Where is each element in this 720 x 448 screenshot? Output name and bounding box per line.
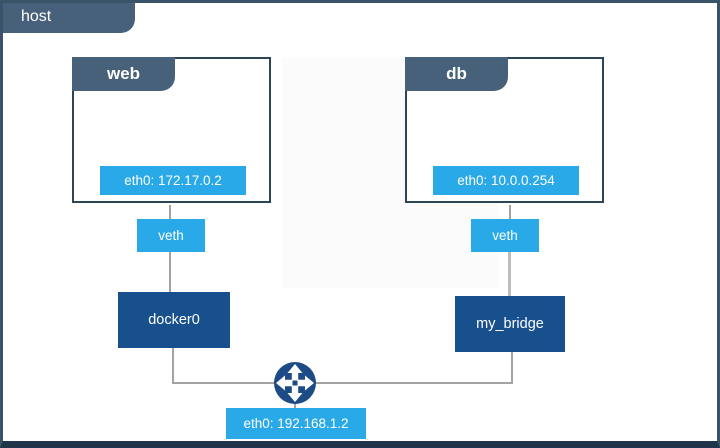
line-web-to-veth [169,205,171,219]
four-way-arrows-icon [274,362,316,404]
web-eth0-label: eth0: 172.17.0.2 [100,166,246,195]
line-mybridge-to-bus [511,352,513,384]
line-bottom-bus [172,382,513,384]
line-veth-to-docker0 [169,252,171,292]
host-eth0-label: eth0: 192.168.1.2 [226,408,366,439]
bridge-my-bridge: my_bridge [455,296,565,352]
line-db-to-veth [509,205,511,219]
db-eth0-label: eth0: 10.0.0.254 [433,166,579,195]
container-db: db eth0: 10.0.0.254 [405,57,604,203]
bridge-docker0: docker0 [118,292,230,348]
line-docker0-to-bus [172,348,174,384]
veth-web: veth [137,219,205,252]
veth-db: veth [471,219,539,252]
host-label-tab: host [0,0,135,33]
container-db-tab: db [405,57,508,91]
host-label: host [21,8,52,25]
router-icon [273,361,317,405]
line-veth-to-mybridge [508,252,511,296]
container-web: web eth0: 172.17.0.2 [72,57,271,203]
line-router-to-eth0 [294,401,296,409]
container-web-tab: web [72,57,175,91]
